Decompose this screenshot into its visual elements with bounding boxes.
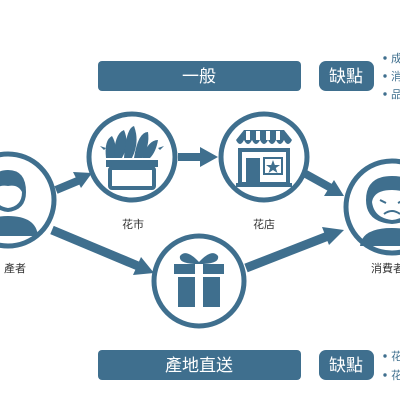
top-bullet-3: 品 bbox=[391, 88, 400, 101]
bottom-route-banner: 產地直送 bbox=[98, 350, 301, 380]
bottom-bullet-1: 花 bbox=[391, 350, 400, 363]
person-icon bbox=[0, 170, 38, 236]
top-bullet-1: 成 bbox=[391, 52, 400, 65]
consumer-label: 消費者 bbox=[371, 261, 400, 275]
flow-arrows bbox=[50, 147, 344, 275]
arrow-market-to-shop bbox=[178, 147, 218, 167]
flower-market-node: 花市 bbox=[86, 111, 178, 231]
gift-node bbox=[151, 233, 247, 329]
producer-node: 產者 bbox=[0, 151, 57, 275]
top-route-label: 一般 bbox=[182, 67, 216, 87]
shop-icon bbox=[236, 130, 292, 187]
bottom-route-badge-label: 缺點 bbox=[329, 356, 363, 376]
flower-shop-label: 花店 bbox=[253, 217, 275, 231]
top-route-drawback-badge: 缺點 bbox=[319, 61, 374, 91]
flower-shop-node: 花店 bbox=[218, 111, 310, 231]
flower-basket-icon bbox=[100, 126, 164, 190]
arrow-gift-to-consumer bbox=[244, 227, 344, 273]
arrow-producer-to-gift bbox=[50, 225, 154, 275]
bottom-route-label: 產地直送 bbox=[165, 356, 233, 376]
top-bullet-2: 消 bbox=[391, 69, 400, 83]
flower-market-label: 花市 bbox=[122, 217, 144, 231]
arrow-shop-to-consumer bbox=[302, 169, 344, 196]
bottom-route-drawback-badge: 缺點 bbox=[319, 350, 374, 380]
producer-label: 產者 bbox=[4, 261, 26, 275]
worried-person-icon bbox=[360, 176, 400, 246]
top-route-badge-label: 缺點 bbox=[329, 67, 363, 87]
top-route-banner: 一般 bbox=[98, 61, 301, 91]
gift-box-icon bbox=[174, 253, 224, 307]
top-route-drawback-list: 成 消 品 bbox=[383, 52, 400, 101]
bottom-bullet-2: 花 bbox=[391, 369, 400, 382]
consumer-node: 消費者 bbox=[343, 158, 400, 275]
arrow-producer-to-market bbox=[54, 172, 92, 194]
bottom-route-drawback-list: 花 花 bbox=[383, 350, 400, 382]
